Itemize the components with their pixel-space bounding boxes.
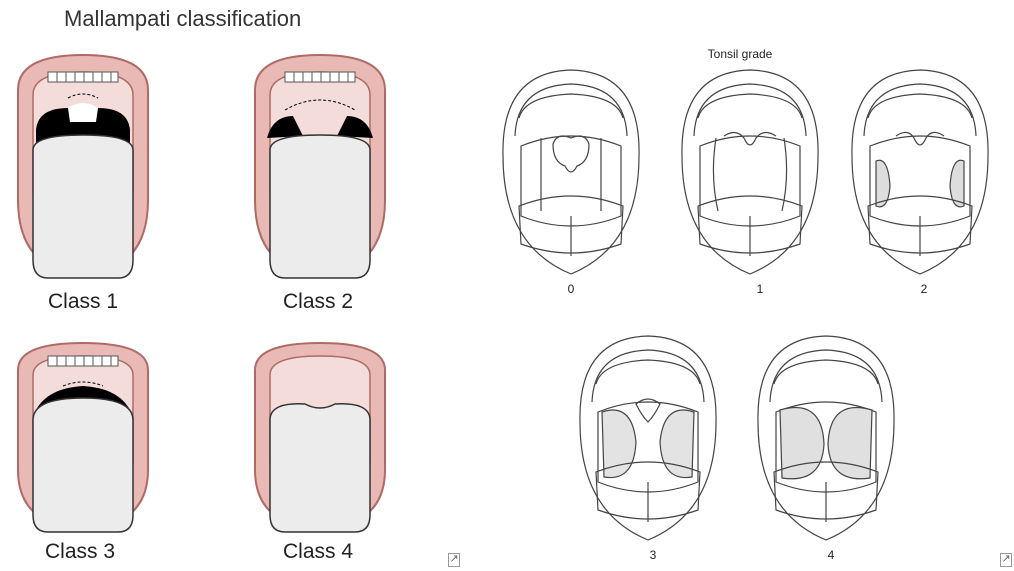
tonsil-grade-4-illustration — [752, 332, 900, 544]
expand-icon[interactable]: ↗ — [448, 553, 460, 567]
mallampati-class-2-illustration — [245, 50, 395, 285]
tonsil-grade-title: Tonsil grade — [690, 47, 790, 61]
mallampati-class-2-label: Class 2 — [248, 290, 388, 314]
mallampati-class-1-illustration — [8, 50, 158, 285]
mallampati-class-1-label: Class 1 — [13, 290, 153, 314]
mallampati-title: Mallampati classification — [64, 6, 301, 32]
tonsil-grade-1-label: 1 — [740, 282, 780, 296]
tonsil-grade-2-label: 2 — [904, 282, 944, 296]
tonsil-grade-0-illustration — [497, 66, 645, 278]
tonsil-grade-3-illustration — [574, 332, 722, 544]
tonsil-grade-3-label: 3 — [633, 548, 673, 562]
expand-icon[interactable]: ↗ — [1000, 553, 1012, 567]
mallampati-class-3-label: Class 3 — [10, 540, 150, 564]
mallampati-class-4-illustration — [245, 340, 395, 535]
tonsil-grade-4-label: 4 — [811, 548, 851, 562]
mallampati-class-4-label: Class 4 — [248, 540, 388, 564]
mallampati-class-3-illustration — [8, 340, 158, 535]
tonsil-grade-0-label: 0 — [551, 282, 591, 296]
tonsil-grade-1-illustration — [676, 66, 824, 278]
tonsil-grade-2-illustration — [846, 66, 994, 278]
